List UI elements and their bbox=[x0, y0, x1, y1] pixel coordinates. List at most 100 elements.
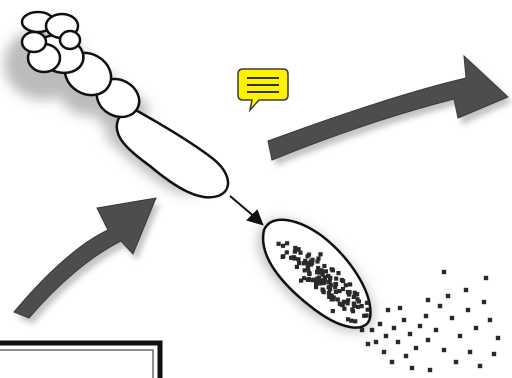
spore-dot bbox=[386, 308, 390, 312]
spore-dot bbox=[336, 271, 340, 275]
spore-dot bbox=[321, 281, 325, 285]
spore-dot bbox=[306, 278, 310, 282]
spore-dot bbox=[454, 360, 458, 364]
spore-dot bbox=[306, 254, 310, 258]
spore-dot bbox=[488, 318, 492, 322]
spore-dot bbox=[330, 294, 334, 298]
spore-dot bbox=[442, 270, 446, 274]
spore-dot bbox=[346, 301, 350, 305]
spore-dot bbox=[396, 340, 400, 344]
spore-dot bbox=[482, 300, 486, 304]
spore-dot bbox=[366, 342, 370, 346]
spore-dot bbox=[352, 302, 356, 306]
spore-dot bbox=[285, 241, 289, 245]
small-pointer-arrow bbox=[230, 196, 262, 224]
spore-dot bbox=[434, 328, 438, 332]
spore-dot bbox=[328, 279, 332, 283]
spore-dot bbox=[428, 368, 432, 372]
spore-dot bbox=[404, 354, 408, 358]
spore-dot bbox=[426, 298, 430, 302]
larva-head-lobe bbox=[22, 32, 46, 52]
spore-dot bbox=[308, 272, 312, 276]
spore-dot bbox=[302, 276, 306, 280]
spore-dot bbox=[334, 290, 338, 294]
spore-dot bbox=[318, 252, 322, 256]
spore-dot bbox=[390, 360, 394, 364]
spore-dot bbox=[374, 340, 378, 344]
spore-dot bbox=[414, 346, 418, 350]
spore-dot bbox=[366, 308, 370, 312]
spore-dot bbox=[484, 276, 488, 280]
spore-dot bbox=[330, 267, 334, 271]
spore-dot bbox=[330, 297, 334, 301]
spore-dot bbox=[356, 305, 360, 309]
spore-dot bbox=[331, 309, 335, 313]
spore-dot bbox=[281, 244, 285, 248]
spore-dot bbox=[442, 348, 446, 352]
spore-dot bbox=[334, 277, 338, 281]
spore-dot bbox=[478, 364, 482, 368]
spore-dot bbox=[277, 242, 281, 246]
spore-dot bbox=[426, 338, 430, 342]
spore-dot bbox=[458, 334, 462, 338]
spore-dot bbox=[342, 307, 346, 311]
spore-dot bbox=[342, 300, 346, 304]
spore-dot bbox=[360, 304, 364, 308]
spore-dot bbox=[398, 306, 402, 310]
spore-dot bbox=[408, 332, 412, 336]
spore-dot bbox=[450, 316, 454, 320]
spore-dot bbox=[329, 283, 333, 287]
larva-head-lobe bbox=[60, 31, 80, 49]
spore-dot bbox=[384, 334, 388, 338]
spore-dot bbox=[468, 350, 472, 354]
spore-dot bbox=[285, 250, 289, 254]
spore-dot bbox=[316, 257, 320, 261]
comment-note-icon bbox=[237, 67, 291, 113]
spore-dot bbox=[334, 282, 338, 286]
spore-dot bbox=[370, 328, 374, 332]
spore-dot bbox=[341, 287, 345, 291]
spore-dot bbox=[281, 254, 285, 258]
right-arrow-shape bbox=[268, 56, 508, 160]
spore-dot bbox=[295, 265, 299, 269]
spore-dot bbox=[365, 301, 369, 305]
spore-dot bbox=[322, 264, 326, 268]
spore-dot bbox=[297, 247, 301, 251]
spore-dot bbox=[297, 261, 301, 265]
comment-note-button[interactable] bbox=[237, 67, 291, 113]
frame-corner bbox=[0, 343, 160, 378]
spore-dot bbox=[466, 308, 470, 312]
spore-dot bbox=[424, 314, 428, 318]
spore-dot bbox=[321, 288, 325, 292]
spore-dot bbox=[446, 294, 450, 298]
spore-dot bbox=[382, 350, 386, 354]
spore-dot bbox=[474, 326, 478, 330]
spore-dot bbox=[344, 283, 348, 287]
spore-dot bbox=[353, 291, 357, 295]
spore-dot bbox=[378, 322, 382, 326]
spore-dot bbox=[309, 263, 313, 267]
spore-dot bbox=[314, 285, 318, 289]
left-arrow-shape bbox=[14, 198, 156, 318]
spore-dot bbox=[438, 304, 442, 308]
spore-dot bbox=[293, 250, 297, 254]
larva-body-segment bbox=[117, 108, 228, 198]
spore-dot bbox=[353, 319, 357, 323]
spore-dot bbox=[496, 336, 500, 340]
spore-dot bbox=[349, 319, 353, 323]
spore-dot bbox=[296, 257, 300, 261]
spore-dot bbox=[315, 276, 319, 280]
spore-dot bbox=[410, 366, 414, 370]
spore-dot bbox=[326, 274, 330, 278]
frame-corner-inner bbox=[0, 350, 153, 378]
spore-dot bbox=[365, 313, 369, 317]
larva-outline bbox=[22, 12, 228, 197]
spore-dot bbox=[321, 273, 325, 277]
spore-dot bbox=[392, 326, 396, 330]
spore-dot bbox=[340, 278, 344, 282]
spore-dot bbox=[302, 261, 306, 265]
spore-dot bbox=[492, 352, 496, 356]
spore-dot bbox=[464, 288, 468, 292]
